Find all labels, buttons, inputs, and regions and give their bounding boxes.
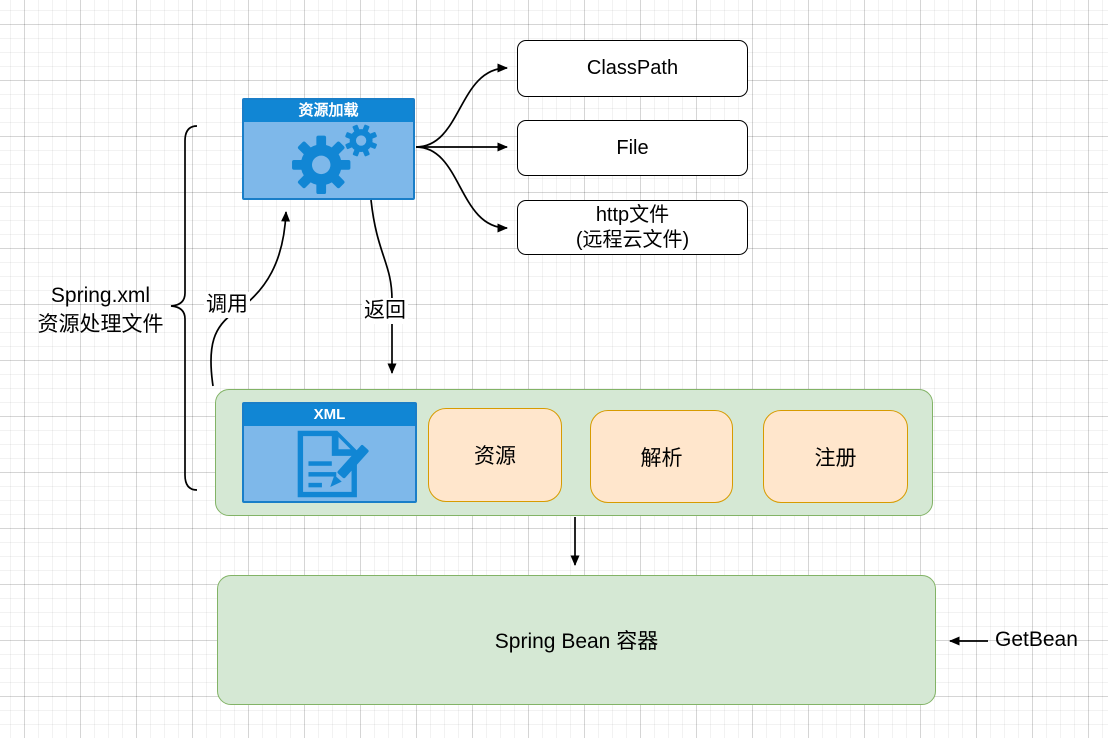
classpath-label: ClassPath: [586, 57, 679, 79]
node-step-parse: 解析: [590, 410, 733, 503]
node-step-resource: 资源: [428, 408, 562, 502]
arrow-loader-to-classpath: [415, 63, 508, 148]
spring-bean-container-label: Spring Bean 容器: [494, 630, 659, 653]
node-classpath: ClassPath: [517, 40, 748, 97]
http-file-label: http文件: [595, 203, 670, 226]
arrow-loader-to-http: [415, 146, 508, 233]
spring-xml-note-line1: Spring.xml: [50, 284, 151, 307]
node-http-file: http文件 (远程云文件): [517, 200, 748, 255]
arrow-return-down: [370, 199, 397, 374]
step-register-label: 注册: [814, 446, 857, 470]
return-edge-label: 返回: [362, 298, 408, 324]
resource-loader-title: 资源加载: [244, 100, 413, 122]
getbean-label: GetBean: [995, 628, 1078, 651]
node-spring-bean-container: Spring Bean 容器: [217, 575, 936, 705]
node-xml-box: XML: [242, 402, 417, 503]
step-resource-label: 资源: [474, 445, 516, 468]
node-file: File: [517, 120, 748, 176]
spring-xml-note: Spring.xml 资源处理文件: [18, 281, 183, 339]
xml-box-body: [244, 426, 415, 501]
resource-loader-body: [244, 122, 413, 198]
xml-box-title: XML: [244, 404, 415, 426]
file-label: File: [616, 136, 649, 159]
http-file-sublabel: (远程云文件): [575, 228, 690, 251]
node-resource-loader: 资源加载: [242, 98, 415, 200]
gears-icon: [291, 124, 377, 195]
node-step-register: 注册: [763, 410, 908, 503]
step-parse-label: 解析: [640, 446, 683, 470]
spring-xml-note-line2: 资源处理文件: [37, 313, 164, 336]
document-pen-icon: [297, 430, 369, 497]
call-edge-label: 调用: [204, 292, 250, 318]
